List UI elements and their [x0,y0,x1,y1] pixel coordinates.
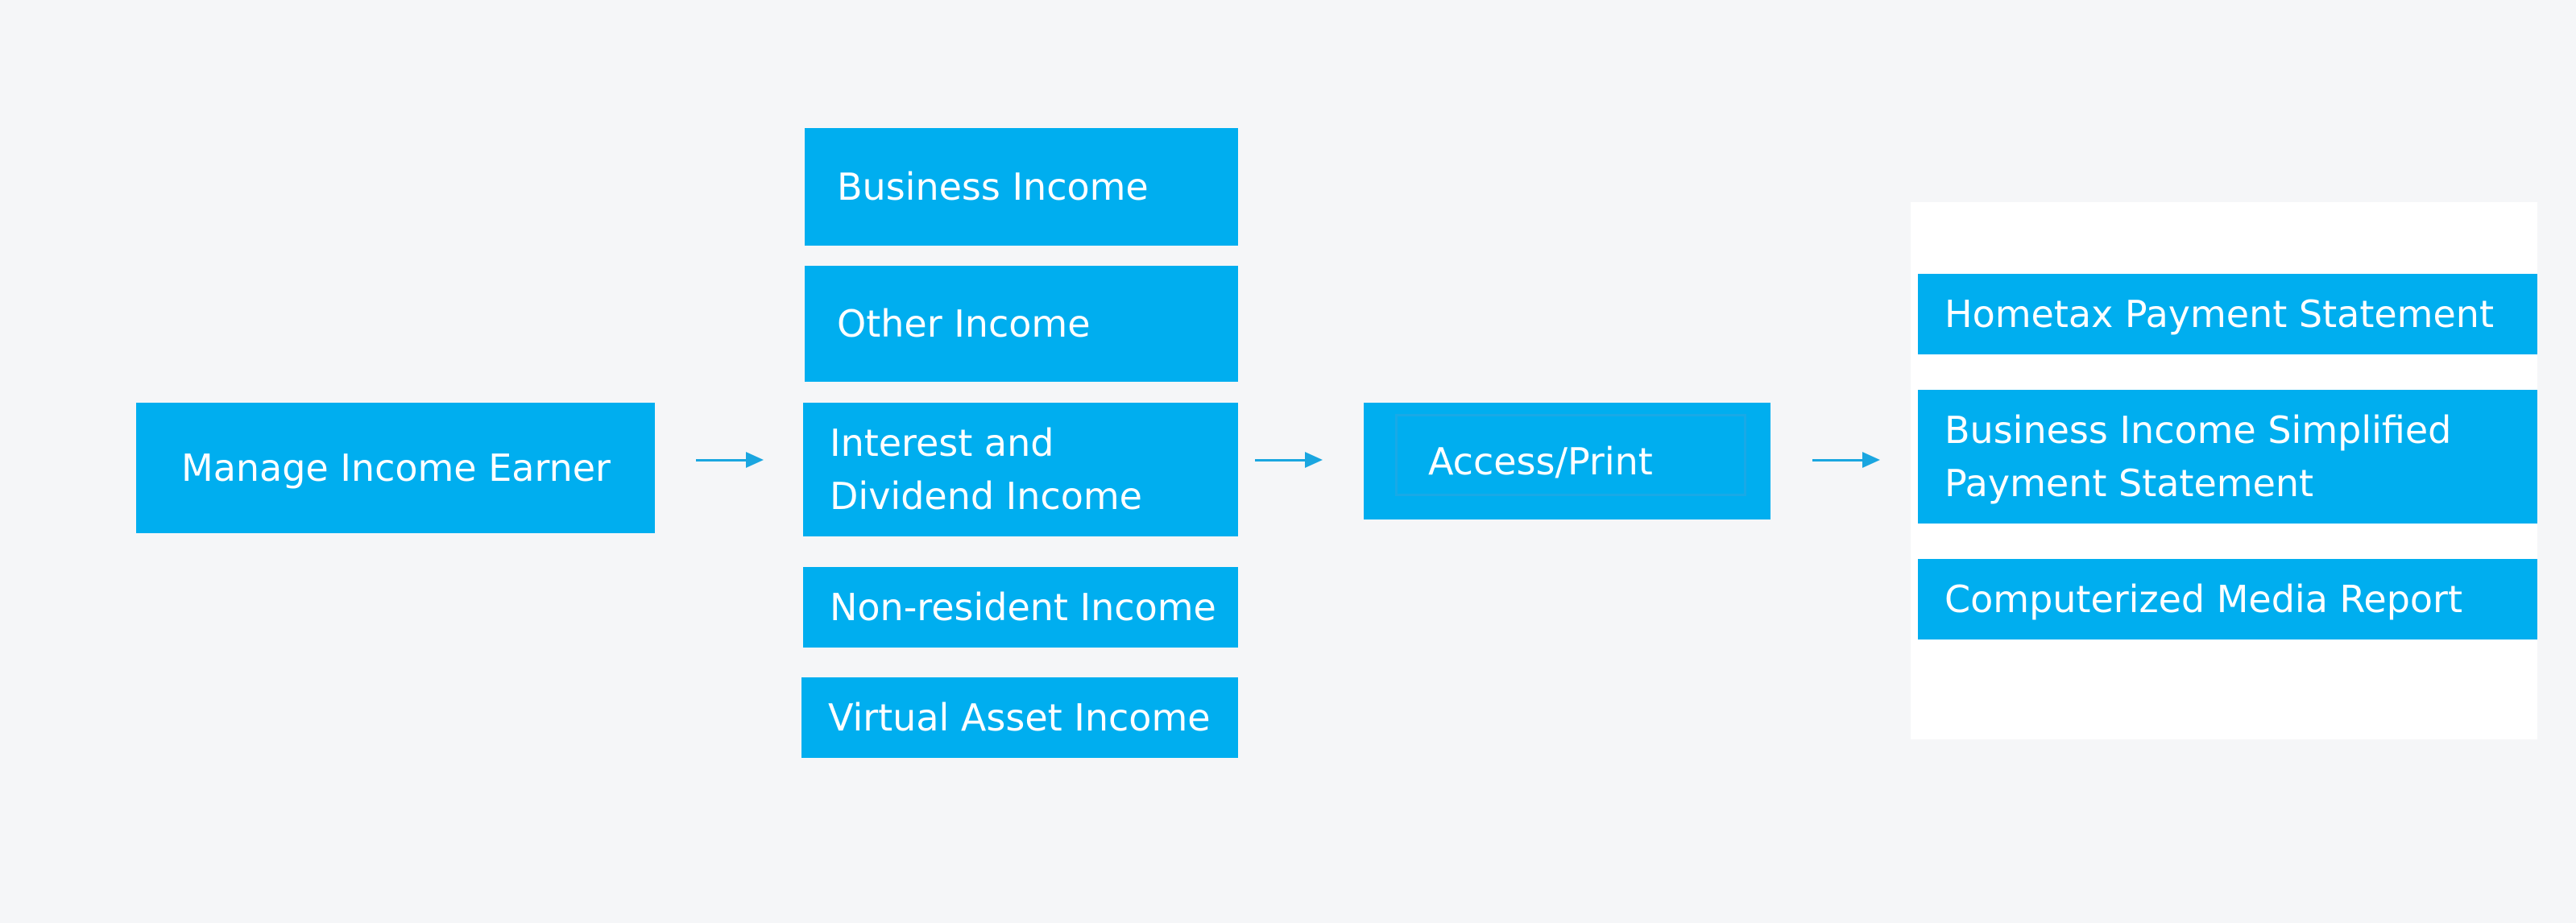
computerized-media-report-label: Computerized Media Report [1944,577,2462,621]
access-print-button[interactable]: Access/Print [1364,403,1770,519]
business-income-simplified-label-line2: Payment Statement [1944,462,2314,505]
manage-income-earner-label: Manage Income Earner [181,446,611,490]
interest-dividend-income-label-line1: Interest and [830,421,1054,465]
other-income-label: Other Income [837,302,1091,346]
interest-dividend-income-label-line2: Dividend Income [830,474,1142,518]
arrow-to-access-print [1255,452,1323,468]
hometax-payment-statement-box[interactable]: Hometax Payment Statement [1918,274,2537,354]
manage-income-earner-box[interactable]: Manage Income Earner [136,403,655,533]
arrow-to-income-types [696,452,764,468]
arrow-to-outputs [1812,452,1880,468]
non-resident-income-label: Non-resident Income [830,586,1216,629]
business-income-simplified-payment-statement-box[interactable]: Business Income Simplified Payment State… [1918,390,2537,524]
access-print-label: Access/Print [1428,439,1653,483]
business-income-label: Business Income [837,165,1149,209]
virtual-asset-income-box[interactable]: Virtual Asset Income [801,677,1238,758]
hometax-payment-statement-label: Hometax Payment Statement [1944,292,2494,336]
computerized-media-report-box[interactable]: Computerized Media Report [1918,559,2537,639]
non-resident-income-box[interactable]: Non-resident Income [803,567,1238,648]
business-income-simplified-label-line1: Business Income Simplified [1944,408,2452,452]
interest-dividend-income-box[interactable]: Interest and Dividend Income [803,403,1238,536]
other-income-box[interactable]: Other Income [805,266,1238,382]
business-income-box[interactable]: Business Income [805,128,1238,246]
virtual-asset-income-label: Virtual Asset Income [828,696,1211,739]
